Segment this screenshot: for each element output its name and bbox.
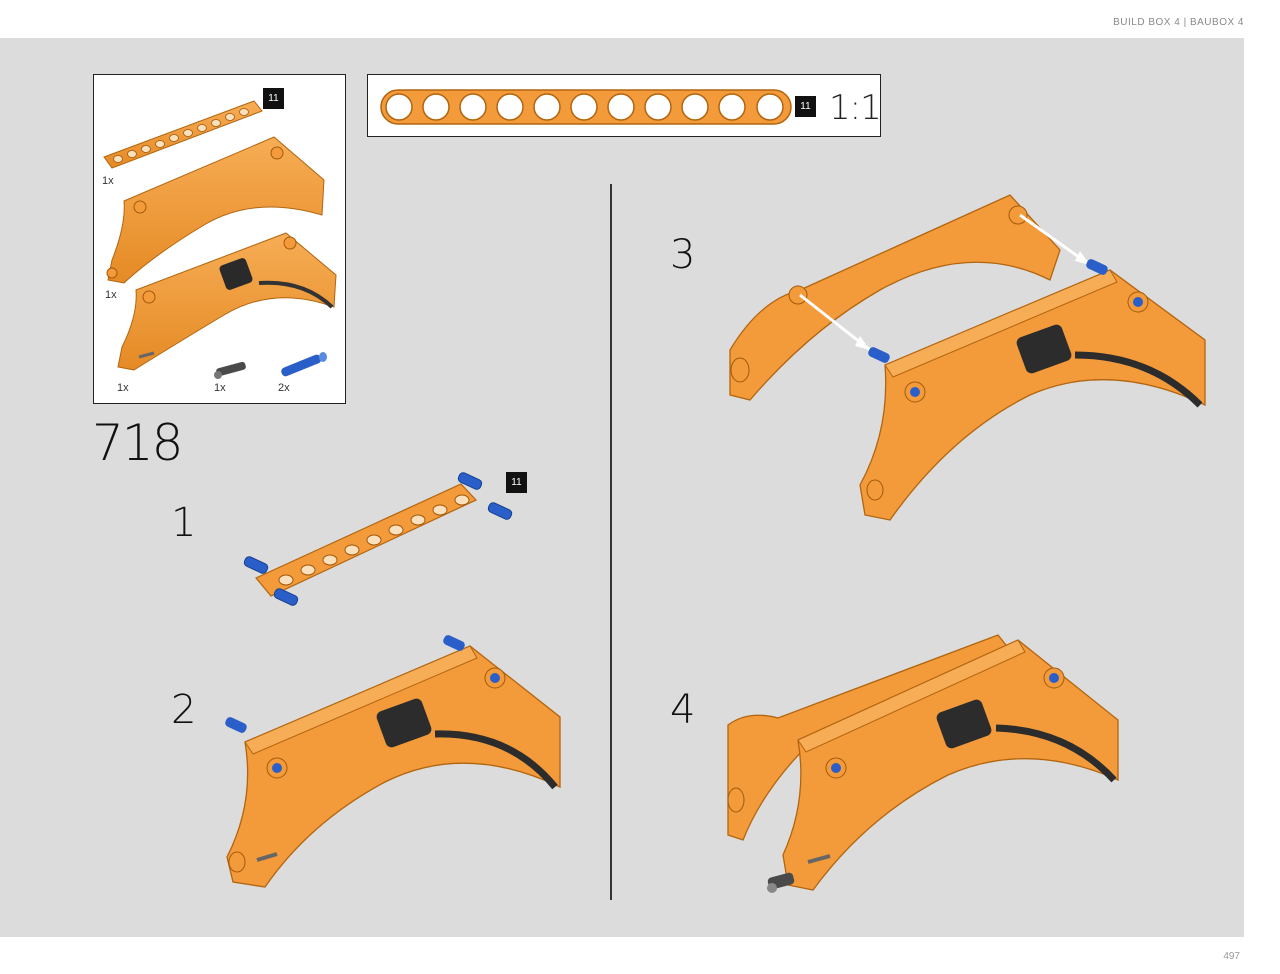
parts-list-box: 11 1x 1x 1x 1x 2x (93, 74, 346, 404)
scale-label: 1:1 (829, 88, 882, 128)
substep-4-illustration (727, 634, 1119, 893)
qty-arch-gear: 1x (117, 382, 129, 394)
substep-2-label: 2 (171, 687, 197, 733)
qty-beam: 1x (102, 175, 114, 187)
substep-3-illustration (729, 194, 1206, 521)
parts-arch-plain (106, 136, 325, 284)
parts-grey-pin (214, 361, 246, 379)
qty-grey-pin: 1x (214, 382, 226, 394)
substep-2-illustration (225, 635, 561, 888)
substep-1-illustration (243, 472, 513, 606)
parts-arch-with-gear (117, 232, 337, 371)
substep-1-label: 1 (171, 500, 197, 546)
qty-arch-plain: 1x (105, 289, 117, 301)
parts-length-badge: 11 (263, 88, 284, 109)
qty-blue-pin: 2x (278, 382, 290, 394)
parts-beam-11 (103, 100, 263, 169)
substep-1-length-badge: 11 (506, 472, 527, 493)
parts-blue-pin (281, 352, 327, 377)
ruler-length-badge: 11 (795, 96, 816, 117)
page-number: 497 (1223, 951, 1240, 962)
ruler-beam (380, 89, 792, 125)
column-divider (610, 184, 612, 900)
scale-ruler-box: 11 1:1 (367, 74, 882, 137)
substep-3-label: 3 (670, 232, 696, 278)
header-title: BUILD BOX 4 | BAUBOX 4 (1113, 17, 1244, 28)
step-number: 718 (92, 414, 183, 472)
substep-4-label: 4 (670, 687, 696, 733)
